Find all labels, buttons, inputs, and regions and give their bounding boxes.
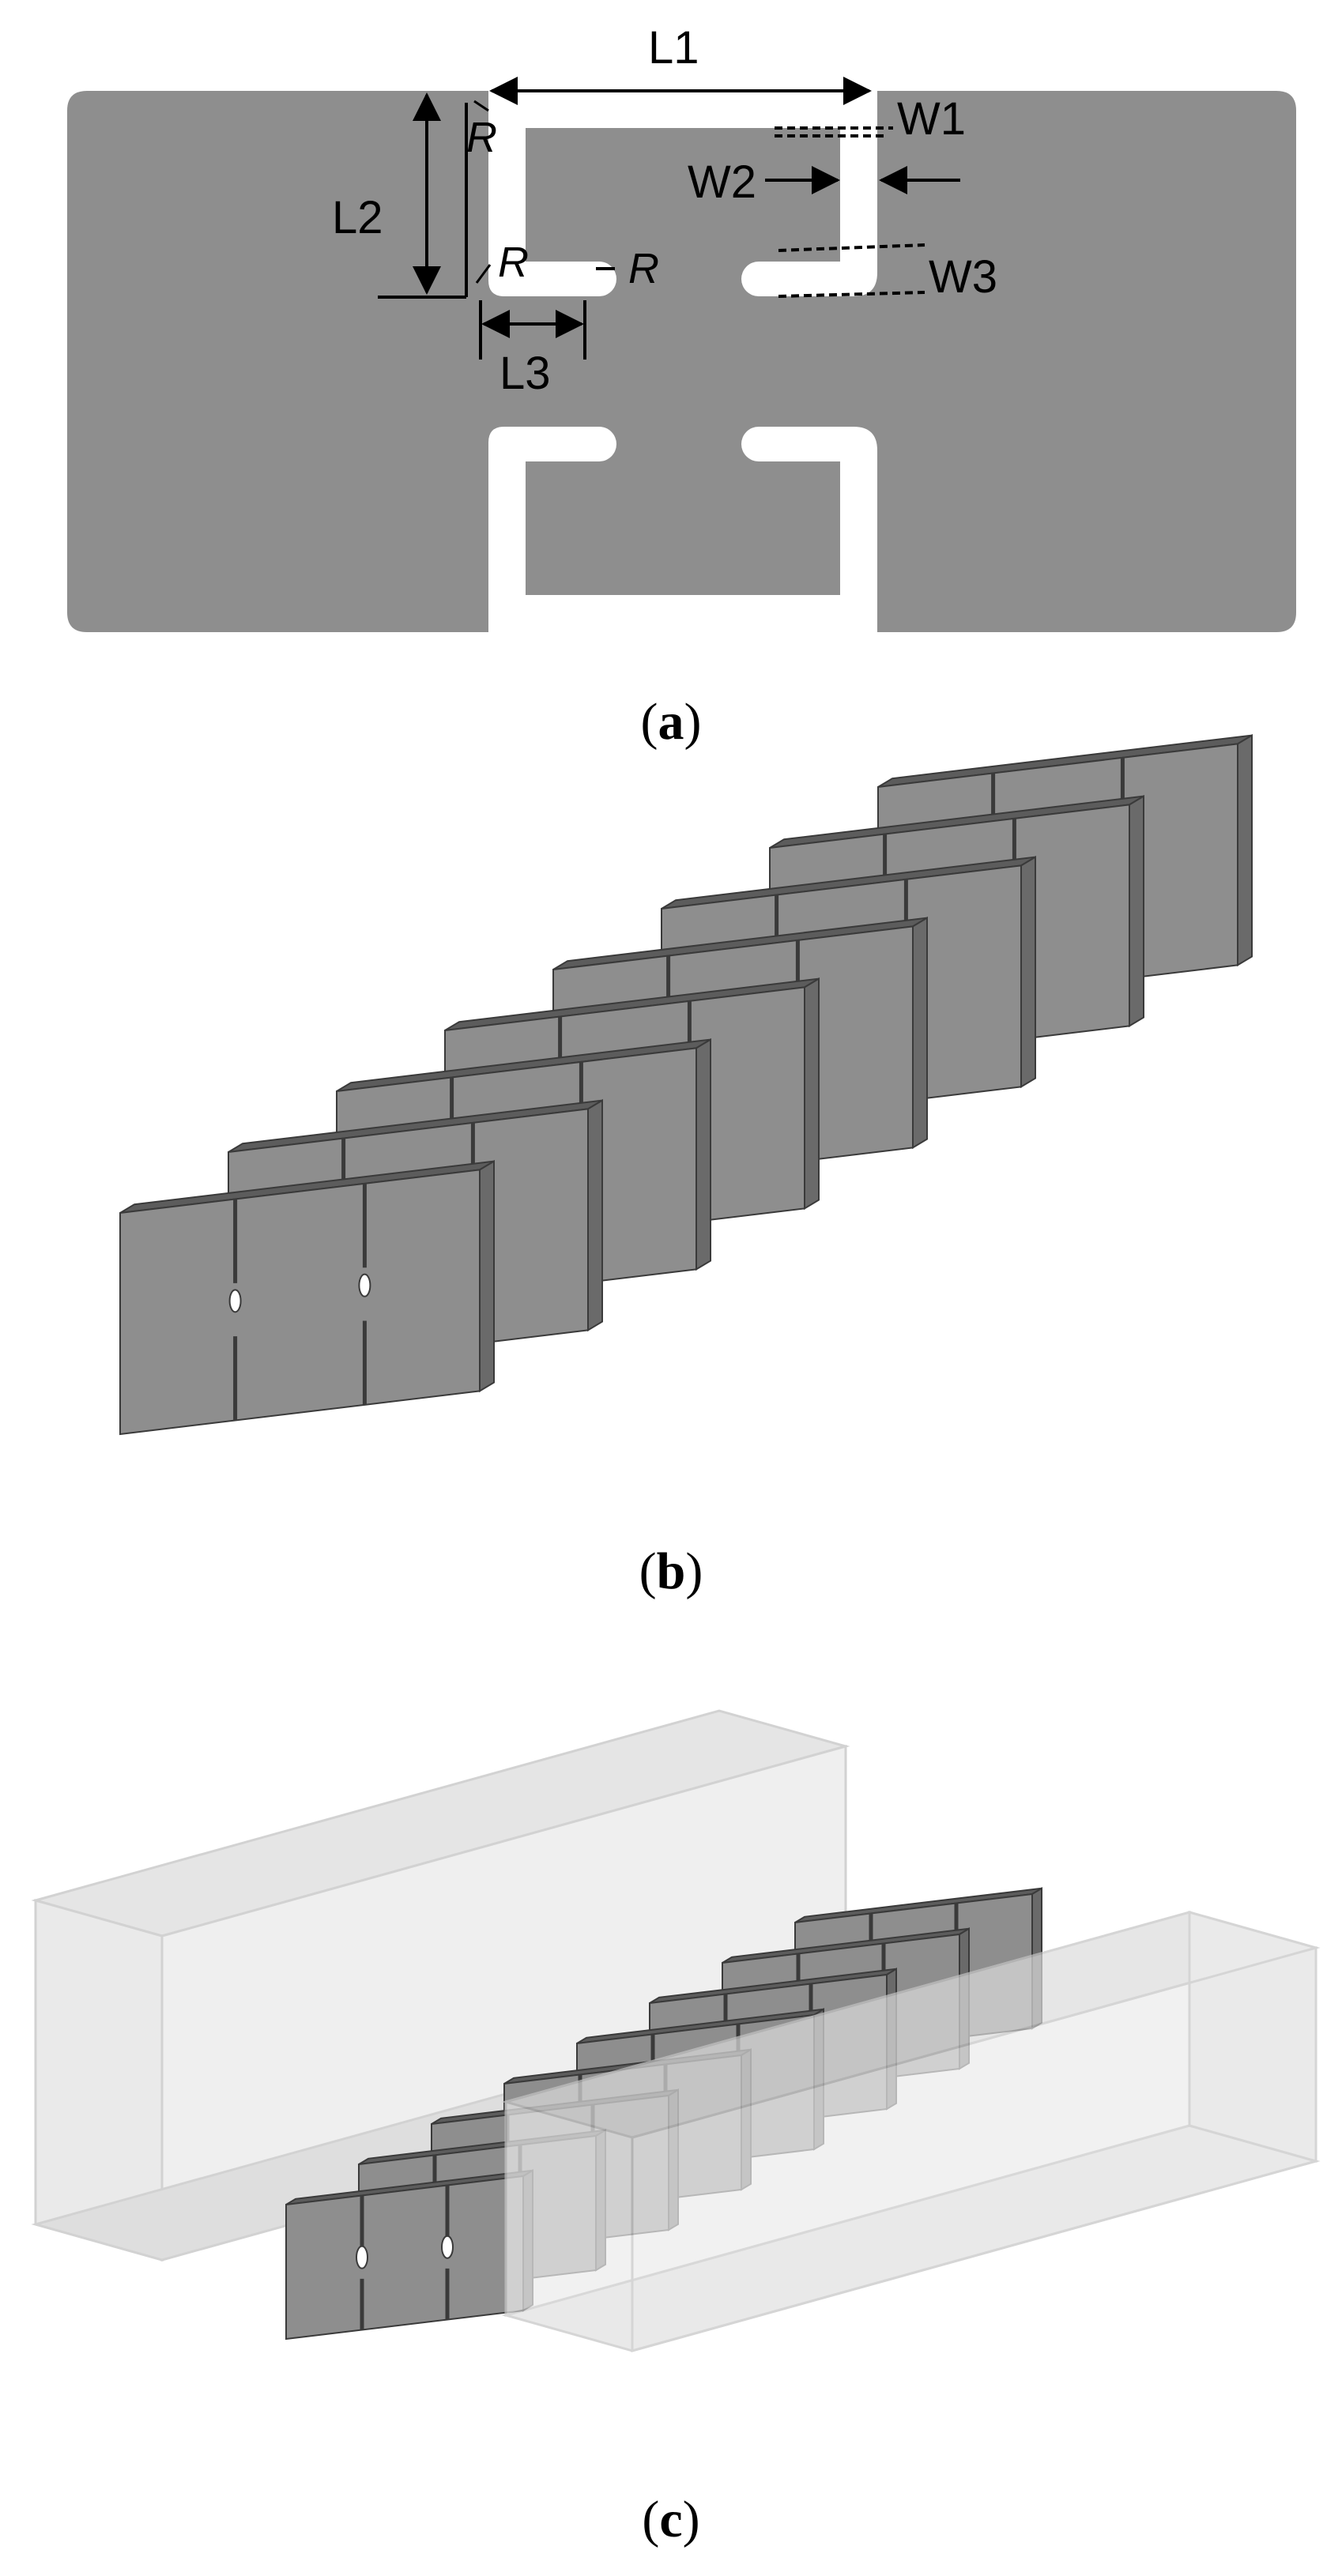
- r-leader-corner: [473, 100, 489, 112]
- resonator-plate-1: [285, 2169, 533, 2341]
- w3-label: W3: [929, 251, 997, 303]
- plate-side-edge: [696, 1038, 711, 1271]
- resonator-plate-1: [119, 1159, 495, 1436]
- plate-slot-hole-2: [441, 2235, 454, 2259]
- panel-c-resonators-in-waveguide: (c): [31, 1709, 1321, 2548]
- plate-side-edge: [912, 916, 928, 1150]
- panel-b-resonator-array-3d: (b): [119, 733, 1253, 1600]
- r-label-corner: R: [466, 114, 497, 161]
- plate-front-face: [285, 2175, 524, 2341]
- plate-slot-hole-1: [228, 1289, 242, 1313]
- plate-side-edge: [1020, 855, 1036, 1089]
- r-label-slot-right: R: [628, 245, 659, 292]
- panel-a-resonator-layout: L1 L2 R R R L3 W1 W2 W3 (a): [67, 22, 1296, 751]
- resonator-plate: [67, 91, 1296, 632]
- plate-side-edge: [1237, 733, 1253, 967]
- l1-label: L1: [648, 22, 699, 73]
- plate-side-edge: [479, 1159, 495, 1393]
- waveguide-front-end-face: [1188, 1911, 1317, 2163]
- plate-side-edge: [1129, 794, 1144, 1028]
- caption-b: (b): [639, 1542, 703, 1600]
- plate-side-edge: [804, 977, 820, 1211]
- plate-front-face: [119, 1169, 481, 1436]
- caption-a: (a): [641, 693, 702, 751]
- waveguide-front-front-face: [631, 1946, 1317, 2352]
- l2-label: L2: [332, 192, 383, 243]
- w1-label: W1: [897, 93, 966, 145]
- plate-slot-hole-1: [356, 2245, 368, 2269]
- r-leader-slot-left: [475, 264, 492, 284]
- plate-slot-hole-2: [358, 1273, 371, 1297]
- w2-label: W2: [688, 156, 756, 208]
- caption-c: (c): [642, 2491, 699, 2548]
- r-label-slot-left: R: [498, 239, 529, 286]
- waveguide-front-section: [501, 1911, 1321, 2352]
- resonator-array: [119, 733, 1253, 1436]
- l3-label: L3: [499, 348, 551, 399]
- plate-side-edge: [587, 1098, 603, 1332]
